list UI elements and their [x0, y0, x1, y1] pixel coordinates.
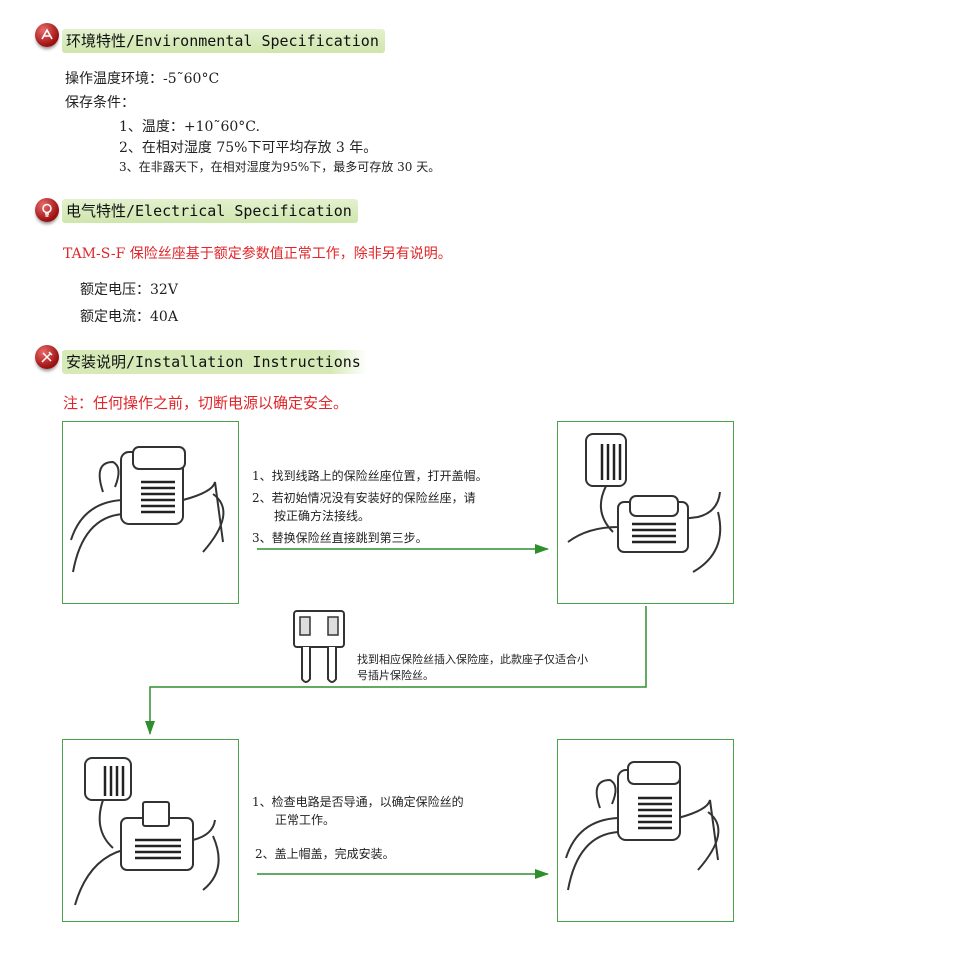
- storage-item-2: 2、在相对湿度 75%下可平均存放 3 年。: [119, 140, 378, 156]
- storage-item-1: 1、温度：+10˜60°C.: [119, 119, 260, 135]
- step2-line-1: 找到相应保险丝插入保险座，此款座子仅适合小: [357, 653, 588, 666]
- storage-item-3: 3、在非露天下，在相对湿度为95%下，最多可存放 30 天。: [119, 160, 441, 174]
- tools-icon: [35, 345, 59, 369]
- step1-line-1: 1、找到线路上的保险丝座位置，打开盖帽。: [252, 469, 488, 483]
- step3-image-frame: [62, 739, 239, 922]
- rated-voltage: 额定电压：32V: [80, 282, 178, 298]
- electrical-note: TAM-S-F 保险丝座基于额定参数值正常工作，除非另有说明。: [63, 246, 452, 262]
- fuse-holder-inserted-icon: [74, 757, 220, 906]
- electrical-title: 电气特性/Electrical Specification: [62, 199, 358, 223]
- step1-line-3: 按正确方法接线。: [274, 509, 371, 523]
- step3-line-2: 正常工作。: [275, 813, 336, 827]
- step1-image-frame: [62, 421, 239, 604]
- installation-title: 安装说明/Installation Instructions: [62, 350, 367, 374]
- step1-line-2: 2、若初始情况没有安装好的保险丝座，请: [252, 491, 476, 505]
- step1-result-image-frame: [557, 421, 734, 604]
- storage-label: 保存条件：: [65, 95, 135, 111]
- step3-line-1: 1、检查电路是否导通，以确定保险丝的: [252, 795, 464, 809]
- blade-fuse-icon: [293, 610, 345, 683]
- environmental-title: 环境特性/Environmental Specification: [62, 29, 385, 53]
- safety-warning: 注：任何操作之前，切断电源以确定安全。: [63, 394, 349, 412]
- blade-fuse-image: [290, 609, 348, 687]
- lightbulb-icon: [35, 198, 59, 222]
- step3-line-3: 2、盖上帽盖，完成安装。: [255, 847, 395, 861]
- environment-icon: [35, 23, 59, 47]
- fuse-holder-capped-icon: [565, 761, 720, 891]
- step3-result-image-frame: [557, 739, 734, 922]
- operating-temp: 操作温度环境：-5˜60°C: [65, 71, 220, 87]
- rated-current: 额定电流：40A: [80, 309, 178, 325]
- step1-line-4: 3、替换保险丝直接跳到第三步。: [252, 531, 428, 545]
- fuse-holder-closed-icon: [70, 446, 225, 573]
- step2-line-2: 号插片保险丝。: [357, 669, 434, 682]
- fuse-holder-open-icon: [567, 433, 722, 573]
